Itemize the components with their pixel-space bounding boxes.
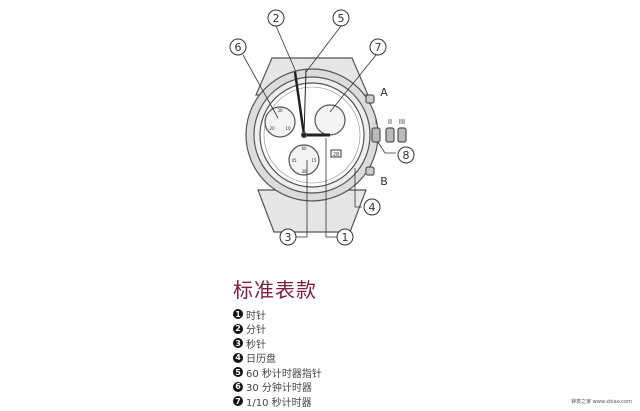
svg-text:4: 4 bbox=[369, 201, 376, 214]
subdial-right bbox=[314, 104, 346, 136]
svg-text:II: II bbox=[388, 118, 392, 126]
crown-pos-1[interactable] bbox=[371, 127, 381, 143]
watch-diagram: 2 5 6 7 8 4 3 1 A B I II III 30 20 10 60… bbox=[229, 9, 415, 246]
callout-7: 7 bbox=[369, 38, 387, 56]
callout-8: 8 bbox=[397, 146, 415, 164]
svg-text:8: 8 bbox=[403, 149, 410, 162]
svg-text:60: 60 bbox=[301, 146, 307, 151]
svg-text:30: 30 bbox=[277, 108, 283, 113]
svg-text:III: III bbox=[399, 118, 405, 126]
svg-text:20: 20 bbox=[269, 126, 275, 131]
callout-4: 4 bbox=[363, 198, 381, 216]
minute-hand bbox=[293, 71, 306, 136]
date-window bbox=[330, 149, 342, 158]
subdial-left bbox=[264, 106, 296, 138]
svg-text:7: 7 bbox=[375, 41, 382, 54]
svg-text:I: I bbox=[375, 118, 377, 126]
svg-text:1: 1 bbox=[342, 231, 349, 244]
chrono-hand bbox=[303, 69, 307, 136]
svg-text:10: 10 bbox=[285, 126, 291, 131]
callout-3: 3 bbox=[279, 228, 297, 246]
svg-text:6: 6 bbox=[235, 41, 242, 54]
subdial-bottom bbox=[288, 144, 320, 176]
svg-text:5: 5 bbox=[338, 12, 345, 25]
watermark-credit: 钟表之家 www.xbiao.com bbox=[571, 399, 632, 405]
svg-text:45: 45 bbox=[291, 158, 297, 163]
svg-text:15: 15 bbox=[311, 158, 317, 163]
button-a-label: A bbox=[380, 86, 388, 99]
callout-2: 2 bbox=[267, 9, 285, 27]
page-title: 标准表款 bbox=[233, 278, 317, 302]
svg-text:28: 28 bbox=[333, 152, 339, 158]
callout-5: 5 bbox=[332, 9, 350, 27]
crown-pos-2[interactable] bbox=[385, 127, 395, 143]
svg-text:2: 2 bbox=[273, 12, 280, 25]
svg-text:3: 3 bbox=[285, 231, 292, 244]
pusher-a[interactable] bbox=[365, 94, 375, 104]
pusher-b[interactable] bbox=[365, 166, 375, 176]
crown-pos-3[interactable] bbox=[397, 127, 407, 143]
svg-text:30: 30 bbox=[301, 169, 307, 174]
button-b-label: B bbox=[380, 175, 388, 188]
callout-1: 1 bbox=[336, 228, 354, 246]
callout-6: 6 bbox=[229, 38, 247, 56]
